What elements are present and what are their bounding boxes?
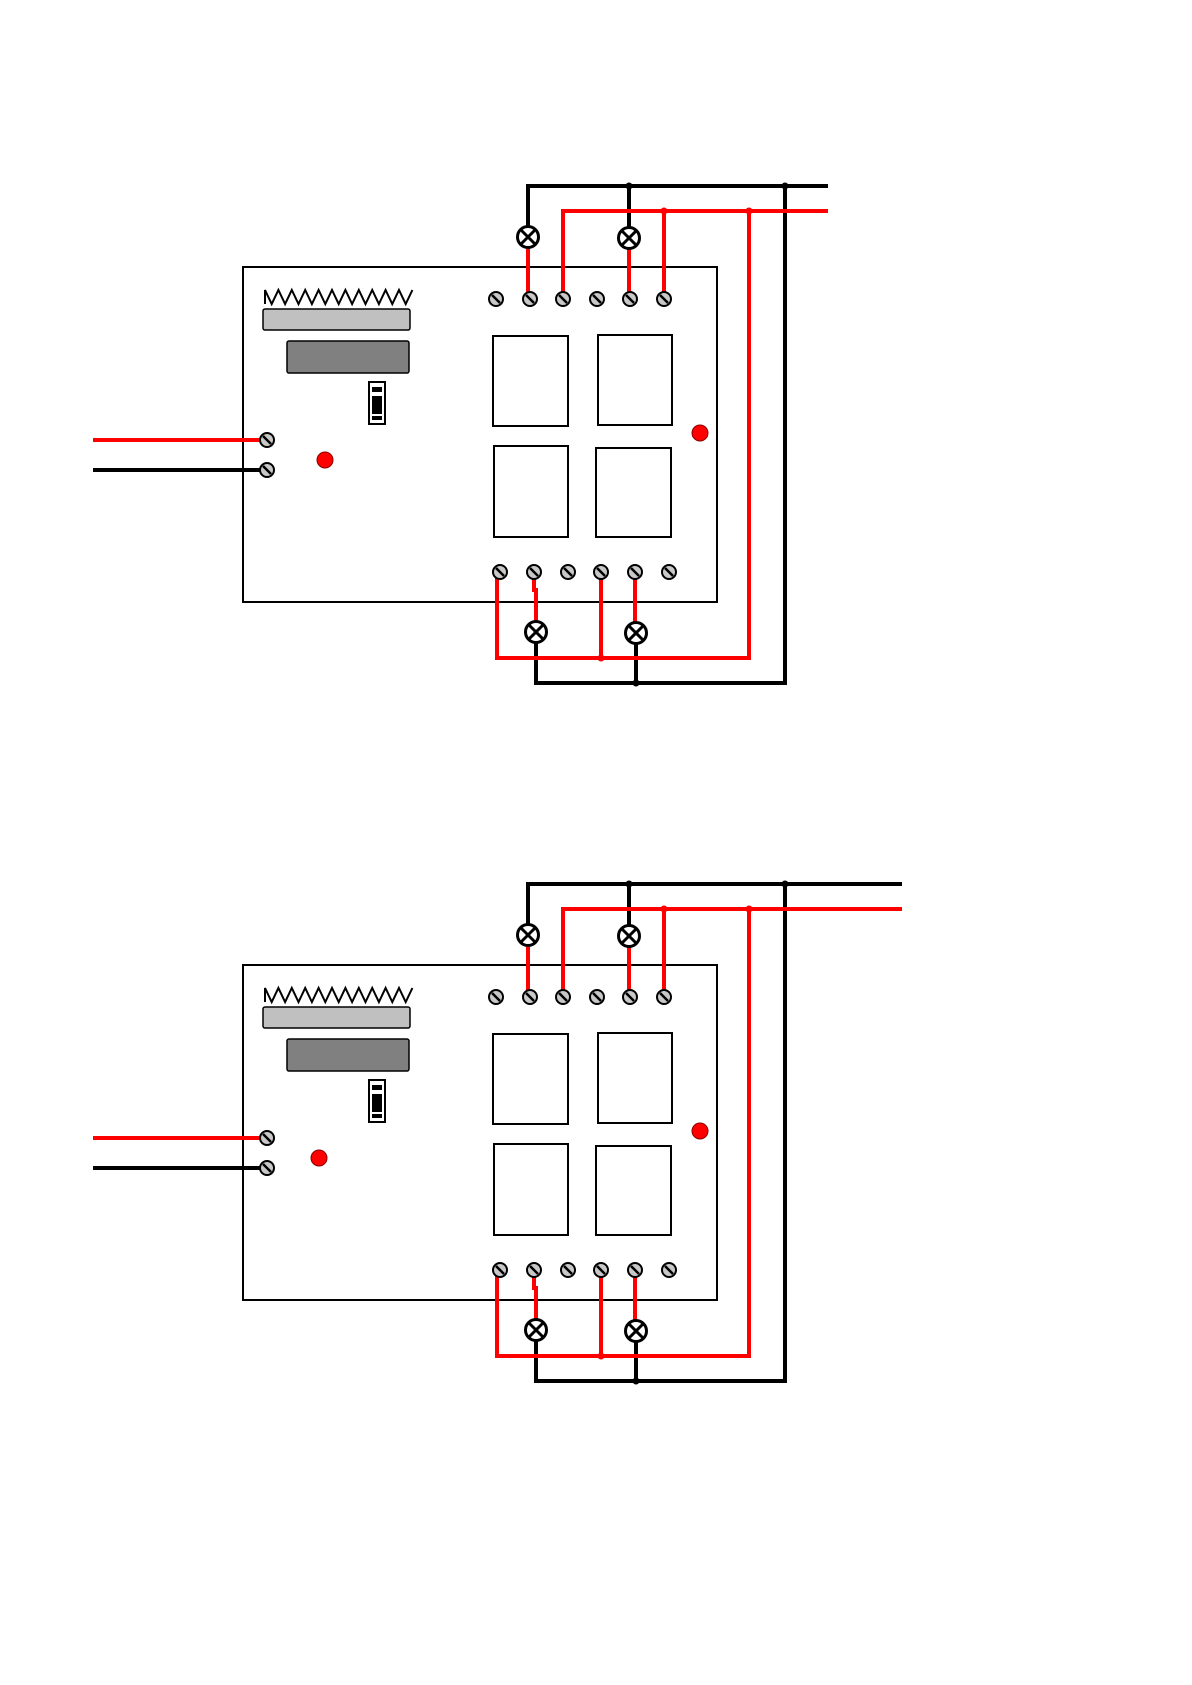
junction-dot <box>746 208 753 215</box>
screw-terminal-icon <box>628 1263 642 1277</box>
lamp-icon <box>619 926 640 947</box>
screw-terminal-icon <box>260 433 274 447</box>
screw-terminal-icon <box>628 565 642 579</box>
switch-mark <box>372 387 382 392</box>
junction-dot <box>746 906 753 913</box>
screw-terminal-icon <box>489 990 503 1004</box>
junction-dot <box>661 906 668 913</box>
screw-terminal-icon <box>594 565 608 579</box>
junction-dot <box>626 183 633 190</box>
relay-icon <box>596 1146 671 1235</box>
junction-dot <box>782 183 789 190</box>
led-icon <box>692 1123 708 1139</box>
screw-terminal-icon <box>493 565 507 579</box>
junction-dot <box>661 208 668 215</box>
relay-icon <box>598 1033 672 1123</box>
lamp-icon <box>526 1320 547 1341</box>
relay-icon <box>598 335 672 425</box>
screw-terminal-icon <box>556 990 570 1004</box>
screw-terminal-icon <box>556 292 570 306</box>
junction-dot <box>633 1378 640 1385</box>
screw-terminal-icon <box>260 1131 274 1145</box>
screw-terminal-icon <box>527 1263 541 1277</box>
relay-icon <box>494 1144 568 1235</box>
relay-icon <box>493 1034 568 1124</box>
lamp-icon <box>626 1321 647 1342</box>
screw-terminal-icon <box>623 292 637 306</box>
junction-dot <box>782 881 789 888</box>
lamp-icon <box>526 622 547 643</box>
screw-terminal-icon <box>623 990 637 1004</box>
screw-terminal-icon <box>523 990 537 1004</box>
switch-mark <box>372 1085 382 1090</box>
receiver-module <box>287 1039 409 1071</box>
screw-terminal-icon <box>590 292 604 306</box>
screw-terminal-icon <box>561 565 575 579</box>
supply-neutral-wire <box>528 884 902 924</box>
junction-dot <box>633 680 640 687</box>
screw-terminal-icon <box>657 990 671 1004</box>
wiring-diagram-1 <box>93 183 828 687</box>
switch-mark <box>372 416 382 420</box>
junction-dot <box>598 655 605 662</box>
led-icon <box>311 1150 327 1166</box>
switch-mark <box>372 1114 382 1118</box>
junction-dot <box>626 881 633 888</box>
screw-terminal-icon <box>594 1263 608 1277</box>
dip-switch-icon <box>369 382 385 424</box>
screw-terminal-icon <box>561 1263 575 1277</box>
screw-terminal-icon <box>489 292 503 306</box>
lamp-icon <box>518 227 539 248</box>
screw-terminal-icon <box>657 292 671 306</box>
screw-terminal-icon <box>260 1161 274 1175</box>
screw-terminal-icon <box>523 292 537 306</box>
screw-terminal-icon <box>662 565 676 579</box>
screw-terminal-icon <box>662 1263 676 1277</box>
screw-terminal-icon <box>260 463 274 477</box>
led-icon <box>692 425 708 441</box>
screw-terminal-icon <box>493 1263 507 1277</box>
receiver-module <box>287 341 409 373</box>
screw-terminal-icon <box>590 990 604 1004</box>
relay-icon <box>596 448 671 537</box>
relay-icon <box>494 446 568 537</box>
led-icon <box>317 452 333 468</box>
switch-lever <box>372 1094 382 1112</box>
wiring-diagram-2 <box>93 881 902 1385</box>
lamp-icon <box>518 925 539 946</box>
antenna-bar <box>263 1007 410 1028</box>
lamp-icon <box>619 228 640 249</box>
switch-lever <box>372 396 382 414</box>
junction-dot <box>598 1353 605 1360</box>
lamp-icon <box>626 623 647 644</box>
relay-icon <box>493 336 568 426</box>
dip-switch-icon <box>369 1080 385 1122</box>
antenna-bar <box>263 309 410 330</box>
screw-terminal-icon <box>527 565 541 579</box>
